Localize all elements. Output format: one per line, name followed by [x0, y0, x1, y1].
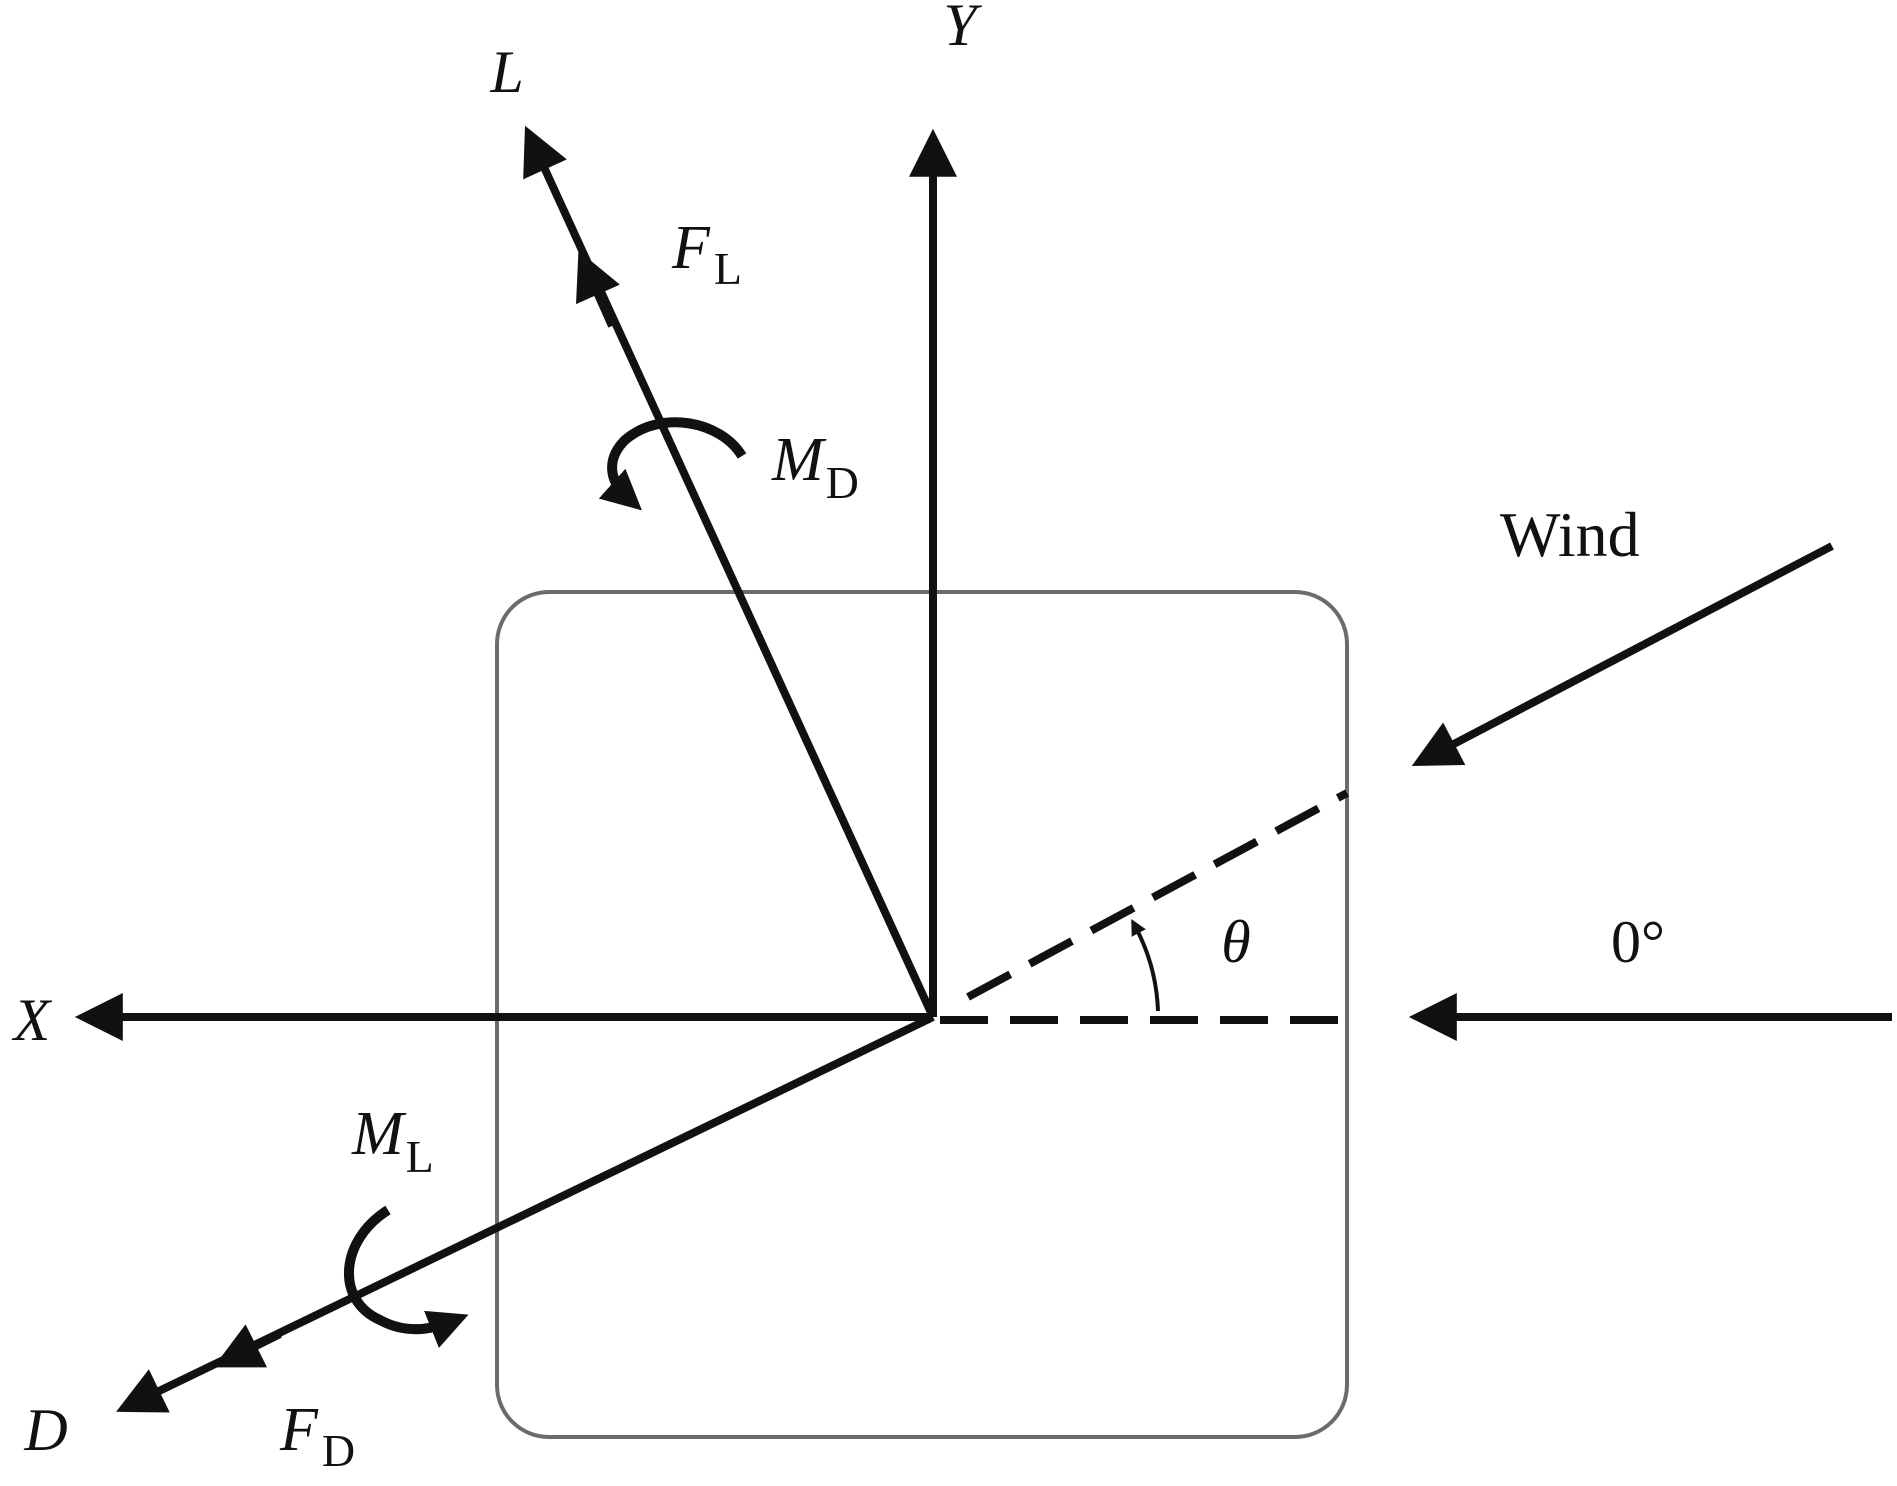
angle-theta-arc [1131, 918, 1160, 1012]
lift-force-symbol: F [671, 214, 711, 282]
wind-direction-dashed-line [966, 789, 1349, 1001]
lift-force-arrow [576, 250, 620, 328]
angle-theta-label: θ [1221, 909, 1250, 975]
lift-moment-subscript: L [406, 1131, 434, 1182]
wind-arrow [1411, 542, 1834, 767]
drag-moment-symbol: M [771, 426, 827, 494]
wind-label: Wind [1500, 499, 1640, 570]
y-axis-label: Y [943, 0, 982, 58]
lift-moment-label: ML [351, 1100, 434, 1182]
lift-force-label: FL [671, 214, 742, 294]
lift-moment-arrow [343, 1205, 469, 1348]
drag-axis-arrow [116, 1013, 935, 1413]
drag-moment-label: MD [771, 426, 859, 508]
drag-force-symbol: F [279, 1396, 319, 1464]
lift-force-subscript: L [714, 243, 742, 294]
drag-force-arrow [213, 1324, 282, 1368]
drag-moment-subscript: D [826, 457, 859, 508]
lift-moment-symbol: M [351, 1100, 407, 1168]
lift-axis-label: L [489, 39, 523, 105]
drag-force-label: FD [279, 1396, 355, 1476]
drag-axis-label: D [23, 1397, 67, 1463]
drag-moment-arrow [598, 417, 747, 511]
x-axis-label: X [12, 987, 53, 1053]
drag-force-subscript: D [322, 1425, 355, 1476]
lift-axis-arrow [523, 125, 937, 1019]
zero-degree-label: 0° [1611, 909, 1665, 975]
